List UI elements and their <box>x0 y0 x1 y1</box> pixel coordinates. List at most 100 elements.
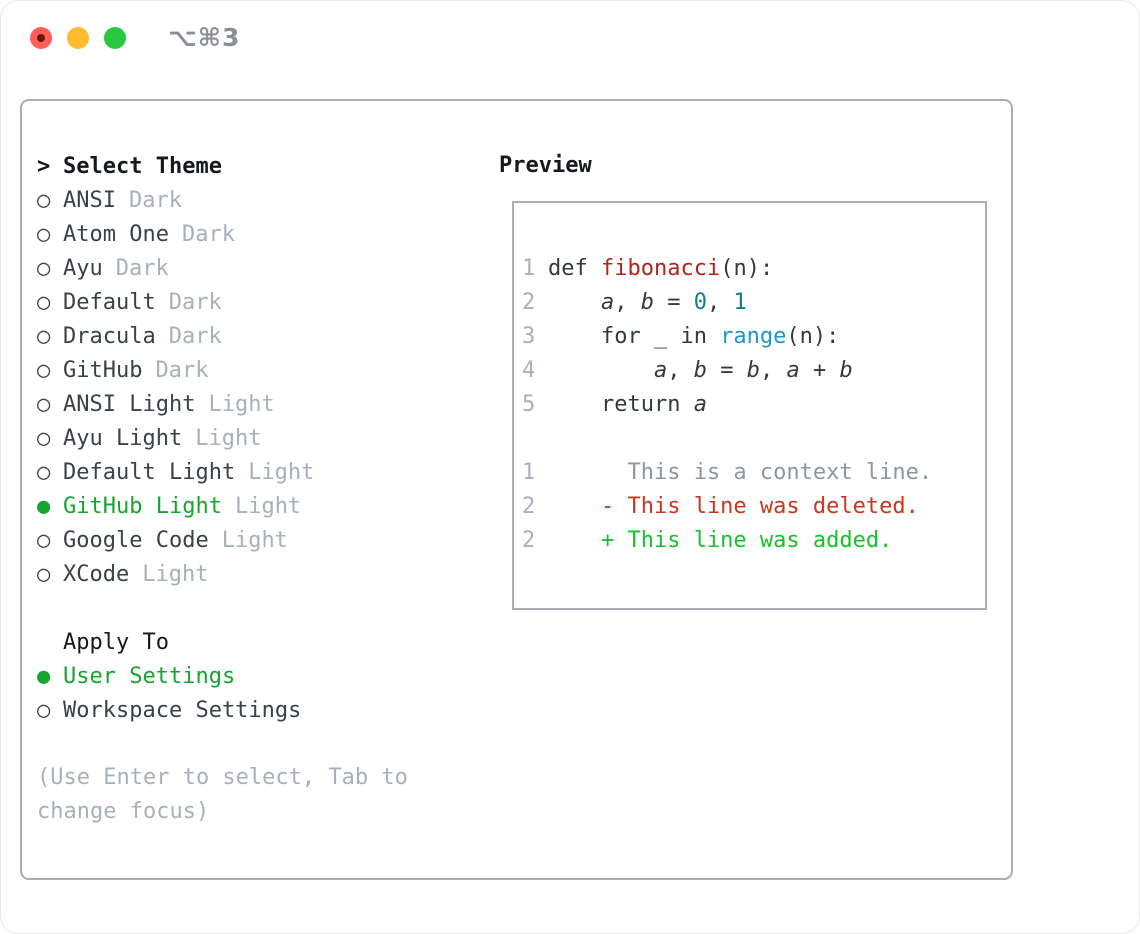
line-number: 2 <box>522 493 536 519</box>
code-token-num: 1 <box>733 289 747 315</box>
code-token-code <box>548 290 601 315</box>
radio-unselected-icon: ○ <box>37 289 51 315</box>
theme-option-atom-one[interactable]: ○ Atom One Dark <box>37 217 314 251</box>
radio-unselected-icon: ○ <box>37 221 51 247</box>
apply-option-user-settings[interactable]: ●User Settings <box>37 659 301 693</box>
apply-option-name: Workspace Settings <box>63 697 302 723</box>
radio-unselected-icon: ○ <box>37 425 51 451</box>
line-number: 2 <box>522 527 536 553</box>
radio-unselected-icon: ○ <box>37 459 51 485</box>
code-token-code: = <box>653 289 694 315</box>
hint-line-1: (Use Enter to select, Tab to <box>37 765 408 790</box>
theme-option-name: Ayu <box>63 255 103 281</box>
code-token-code: , <box>759 357 787 383</box>
apply-to-list: Apply To ●User Settings ○ Workspace Settin… <box>37 625 301 727</box>
radio-unselected-icon: ○ <box>37 561 51 587</box>
apply-to-label: Apply To <box>63 629 169 655</box>
theme-option-ansi[interactable]: ○ ANSI Dark <box>37 183 314 217</box>
radio-unselected-icon: ○ <box>37 697 51 723</box>
theme-variant-tag: Light <box>195 425 262 451</box>
select-theme-label: Select Theme <box>63 153 222 179</box>
code-token-code: return <box>548 391 694 417</box>
code-token-var: a <box>600 289 615 315</box>
close-button[interactable] <box>30 27 52 49</box>
preview-title: Preview <box>499 153 592 178</box>
code-token-code: + <box>799 357 840 383</box>
code-token-code: (n): <box>786 323 840 349</box>
code-line: 5 return a <box>522 387 985 421</box>
code-token-code: , <box>667 357 694 383</box>
theme-variant-tag: Dark <box>168 289 222 315</box>
code-token-deleted: - This line was deleted. <box>548 493 919 519</box>
apply-to-header: Apply To <box>37 625 301 659</box>
line-number: 2 <box>522 289 536 315</box>
radio-unselected-icon: ○ <box>37 357 51 383</box>
window-title: ⌥⌘3 <box>168 23 241 52</box>
theme-option-name: Default Light <box>63 459 236 485</box>
code-token-var: b <box>839 357 853 383</box>
code-token-code: for _ in <box>548 323 721 349</box>
radio-unselected-icon: ○ <box>37 255 51 281</box>
theme-option-default[interactable]: ○ Default Dark <box>37 285 314 319</box>
code-token-code <box>548 358 654 383</box>
theme-variant-tag: Dark <box>181 221 235 247</box>
close-dot-icon <box>37 34 45 42</box>
theme-option-name: Atom One <box>63 221 169 247</box>
apply-option-workspace-settings[interactable]: ○ Workspace Settings <box>37 693 301 727</box>
line-number: 1 <box>522 459 536 485</box>
code-token-code: , <box>706 289 734 315</box>
code-token-code: = <box>706 357 747 383</box>
line-number: 5 <box>522 391 536 417</box>
code-token-added: + This line was added. <box>548 527 893 553</box>
theme-option-google-code[interactable]: ○ Google Code Light <box>37 523 314 557</box>
theme-option-name: XCode <box>63 561 130 587</box>
code-line: 4 a, b = b, a + b <box>522 353 985 387</box>
theme-option-ayu[interactable]: ○ Ayu Dark <box>37 251 314 285</box>
theme-variant-tag: Dark <box>128 187 182 213</box>
radio-unselected-icon: ○ <box>37 391 51 417</box>
theme-option-name: GitHub <box>63 357 143 383</box>
theme-option-name: Default <box>63 289 156 315</box>
minimize-button[interactable] <box>67 27 89 49</box>
code-token-func: fibonacci <box>600 255 721 281</box>
theme-option-name: Google Code <box>63 527 209 553</box>
code-token-num: 0 <box>693 289 707 315</box>
theme-option-github[interactable]: ○ GitHub Dark <box>37 353 314 387</box>
theme-option-name: GitHub Light <box>63 493 222 519</box>
code-token-var: b <box>693 357 707 383</box>
code-token-var: b <box>640 289 654 315</box>
theme-variant-tag: Light <box>208 391 275 417</box>
theme-variant-tag: Dark <box>115 255 169 281</box>
radio-unselected-icon: ○ <box>37 187 51 213</box>
code-line: 2 a, b = 0, 1 <box>522 285 985 319</box>
line-number: 3 <box>522 323 536 349</box>
code-token-var: a <box>653 357 668 383</box>
zoom-button[interactable] <box>104 27 126 49</box>
theme-option-name: ANSI <box>63 187 116 213</box>
code-token-code: def <box>548 255 601 281</box>
theme-variant-tag: Light <box>221 527 288 553</box>
theme-variant-tag: Dark <box>155 357 209 383</box>
theme-variant-tag: Dark <box>168 323 222 349</box>
radio-unselected-icon: ○ <box>37 527 51 553</box>
code-line <box>522 421 985 455</box>
theme-option-name: Dracula <box>63 323 156 349</box>
line-number: 4 <box>522 357 536 383</box>
code-line: 3 for _ in range(n): <box>522 319 985 353</box>
code-token-var: b <box>746 357 760 383</box>
code-line: 2 - This line was deleted. <box>522 489 985 523</box>
prompt-caret-icon: > <box>37 153 51 179</box>
code-line: 2 + This line was added. <box>522 523 985 557</box>
code-line: 1 This is a context line. <box>522 455 985 489</box>
